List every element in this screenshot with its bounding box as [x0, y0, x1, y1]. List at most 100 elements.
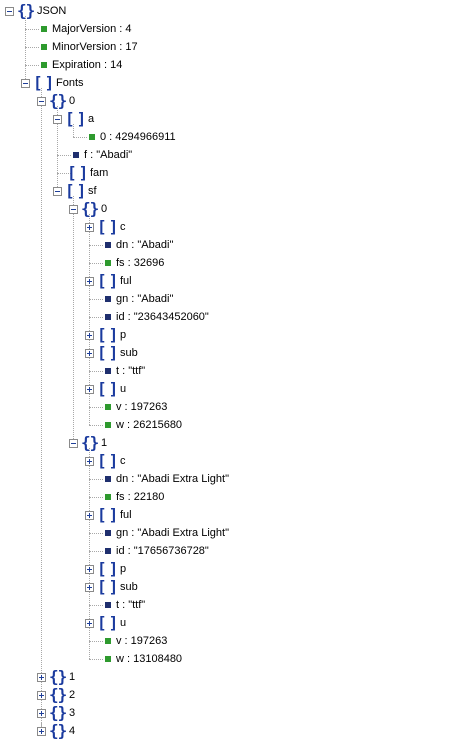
tree-node-object[interactable]: {}0	[0, 92, 476, 110]
tree-node-array[interactable]: []sub	[0, 578, 476, 596]
tree-node-array[interactable]: []Fonts	[0, 74, 476, 92]
expand-toggle-icon[interactable]	[85, 457, 94, 466]
tree-node-value[interactable]: 0 : 4294966911	[0, 128, 476, 146]
tree-node-label: id : "17656736728"	[116, 545, 209, 557]
tree-node-array[interactable]: []sf	[0, 182, 476, 200]
tree-node-array[interactable]: []ful	[0, 506, 476, 524]
brackets-icon: []	[97, 325, 121, 344]
tree-node-value[interactable]: w : 13108480	[0, 650, 476, 668]
expand-toggle-icon[interactable]	[37, 691, 46, 700]
tree-node-label: a	[88, 113, 95, 125]
number-value-icon	[89, 134, 95, 140]
tree-node-array[interactable]: []a	[0, 110, 476, 128]
expand-toggle-icon[interactable]	[85, 385, 94, 394]
expand-toggle-icon[interactable]	[37, 673, 46, 682]
expand-toggle-icon[interactable]	[85, 277, 94, 286]
tree-node-object[interactable]: {}2	[0, 686, 476, 704]
tree-node-value[interactable]: id : "23643452060"	[0, 308, 476, 326]
braces-icon: {}	[49, 703, 67, 722]
tree-connector	[89, 371, 103, 372]
collapse-toggle-icon[interactable]	[69, 439, 78, 448]
tree-node-object[interactable]: {}3	[0, 704, 476, 722]
tree-node-label: v : 197263	[116, 635, 168, 647]
string-value-icon	[105, 476, 111, 482]
tree-node-value[interactable]: dn : "Abadi"	[0, 236, 476, 254]
expand-toggle-icon[interactable]	[85, 619, 94, 628]
tree-node-label: p	[120, 329, 127, 341]
tree-node-label: gn : "Abadi"	[116, 293, 174, 305]
tree-node-array[interactable]: []p	[0, 326, 476, 344]
tree-node-label: id : "23643452060"	[116, 311, 209, 323]
tree-node-array[interactable]: []c	[0, 218, 476, 236]
tree-node-value[interactable]: dn : "Abadi Extra Light"	[0, 470, 476, 488]
tree-node-array[interactable]: []ful	[0, 272, 476, 290]
tree-node-value[interactable]: w : 26215680	[0, 416, 476, 434]
collapse-toggle-icon[interactable]	[53, 187, 62, 196]
tree-node-value[interactable]: t : "ttf"	[0, 596, 476, 614]
tree-node-value[interactable]: Expiration : 14	[0, 56, 476, 74]
collapse-toggle-icon[interactable]	[69, 205, 78, 214]
brackets-icon: []	[97, 559, 121, 578]
tree-node-array[interactable]: []sub	[0, 344, 476, 362]
tree-node-value[interactable]: gn : "Abadi"	[0, 290, 476, 308]
tree-guide-line	[89, 214, 90, 425]
brackets-icon: []	[97, 451, 121, 470]
brackets-icon: []	[97, 271, 121, 290]
tree-node-object[interactable]: {}1	[0, 668, 476, 686]
collapse-toggle-icon[interactable]	[21, 79, 30, 88]
tree-connector	[89, 479, 103, 480]
collapse-toggle-icon[interactable]	[37, 97, 46, 106]
expand-toggle-icon[interactable]	[85, 223, 94, 232]
tree-node-array[interactable]: []c	[0, 452, 476, 470]
tree-node-value[interactable]: fs : 32696	[0, 254, 476, 272]
tree-node-label: gn : "Abadi Extra Light"	[116, 527, 229, 539]
tree-node-array[interactable]: []fam	[0, 164, 476, 182]
tree-node-object[interactable]: {}4	[0, 722, 476, 740]
tree-node-label: u	[120, 617, 127, 629]
tree-connector	[89, 407, 103, 408]
expand-toggle-icon[interactable]	[85, 583, 94, 592]
tree-node-object[interactable]: {}1	[0, 434, 476, 452]
tree-node-object[interactable]: {}JSON	[0, 2, 476, 20]
tree-connector	[89, 425, 103, 426]
tree-node-value[interactable]: v : 197263	[0, 632, 476, 650]
tree-node-array[interactable]: []p	[0, 560, 476, 578]
string-value-icon	[73, 152, 79, 158]
braces-icon: {}	[81, 433, 99, 452]
tree-connector	[25, 29, 39, 30]
tree-node-value[interactable]: fs : 22180	[0, 488, 476, 506]
tree-node-label: u	[120, 383, 127, 395]
tree-node-array[interactable]: []u	[0, 614, 476, 632]
expand-toggle-icon[interactable]	[85, 511, 94, 520]
tree-node-value[interactable]: id : "17656736728"	[0, 542, 476, 560]
tree-node-value[interactable]: v : 197263	[0, 398, 476, 416]
expand-toggle-icon[interactable]	[37, 727, 46, 736]
tree-node-label: fs : 32696	[116, 257, 165, 269]
tree-node-array[interactable]: []u	[0, 380, 476, 398]
expand-toggle-icon[interactable]	[37, 709, 46, 718]
tree-node-value[interactable]: MinorVersion : 17	[0, 38, 476, 56]
expand-toggle-icon[interactable]	[85, 565, 94, 574]
tree-node-value[interactable]: f : "Abadi"	[0, 146, 476, 164]
collapse-toggle-icon[interactable]	[5, 7, 14, 16]
tree-connector	[89, 533, 103, 534]
tree-node-label: c	[120, 455, 126, 467]
tree-guide-line	[89, 448, 90, 659]
tree-node-label: JSON	[37, 5, 67, 17]
tree-connector	[89, 497, 103, 498]
tree-connector	[57, 173, 71, 174]
tree-connector	[89, 605, 103, 606]
tree-node-value[interactable]: gn : "Abadi Extra Light"	[0, 524, 476, 542]
tree-node-value[interactable]: t : "ttf"	[0, 362, 476, 380]
tree-node-object[interactable]: {}0	[0, 200, 476, 218]
tree-node-value[interactable]: MajorVersion : 4	[0, 20, 476, 38]
brackets-icon: []	[97, 379, 121, 398]
tree-node-label: p	[120, 563, 127, 575]
expand-toggle-icon[interactable]	[85, 349, 94, 358]
tree-guide-line	[73, 124, 74, 137]
tree-connector	[89, 245, 103, 246]
string-value-icon	[105, 548, 111, 554]
expand-toggle-icon[interactable]	[85, 331, 94, 340]
collapse-toggle-icon[interactable]	[53, 115, 62, 124]
